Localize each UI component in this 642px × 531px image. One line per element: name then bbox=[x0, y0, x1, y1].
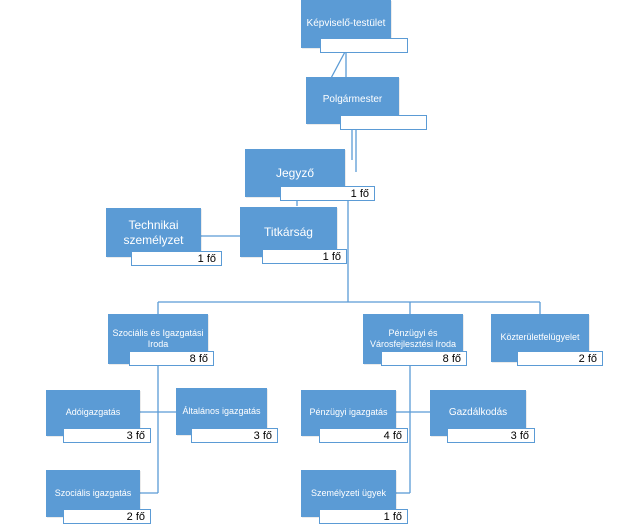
node-count-szocialis-iroda: 8 fő bbox=[129, 351, 214, 366]
node-count-altalanos: 3 fő bbox=[191, 428, 278, 443]
node-label-adoigazgatas: Adóigazgatás bbox=[65, 407, 121, 418]
node-count-adoigazgatas: 3 fő bbox=[63, 428, 151, 443]
node-label-titkarsag: Titkárság bbox=[264, 224, 313, 239]
node-count-polgarmester bbox=[340, 115, 427, 130]
node-label-penzugyi-igazgatas: Pénzügyi igazgatás bbox=[309, 407, 388, 418]
node-label-kepviselo: Képviselő-testület bbox=[306, 17, 386, 29]
node-count-penzugyi-iroda: 8 fő bbox=[381, 351, 467, 366]
node-box-technikai: Technikai személyzet bbox=[106, 208, 201, 257]
node-label-szocialis-igazgatas: Szociális igazgatás bbox=[54, 487, 132, 498]
node-label-kozterulet: Közterületfelügyelet bbox=[500, 332, 580, 343]
node-label-jegyzo: Jegyző bbox=[275, 165, 315, 180]
node-label-polgarmester: Polgármester bbox=[322, 94, 383, 106]
node-label-penzugyi-iroda: Pénzügyi és Városfejlesztési Iroda bbox=[369, 327, 457, 349]
node-label-gazdalkodas: Gazdálkodás bbox=[448, 406, 508, 418]
node-count-gazdalkodas: 3 fő bbox=[447, 428, 535, 443]
node-count-technikai: 1 fő bbox=[131, 251, 222, 266]
node-box-altalanos: Általános igazgatás bbox=[176, 388, 267, 435]
node-count-jegyzo: 1 fő bbox=[280, 186, 375, 201]
node-count-penzugyi-igazgatas: 4 fő bbox=[319, 428, 408, 443]
node-count-szocialis-igazgatas: 2 fő bbox=[63, 509, 151, 524]
node-count-szemelyzeti: 1 fő bbox=[319, 509, 408, 524]
node-label-szemelyzeti: Személyzeti ügyek bbox=[310, 487, 387, 498]
node-label-szocialis-iroda: Szociális és Igazgatási Iroda bbox=[112, 327, 204, 349]
node-count-kepviselo bbox=[320, 38, 408, 53]
connector-kepviselo-polgarmester-diagonal bbox=[329, 49, 347, 81]
node-label-technikai: Technikai személyzet bbox=[123, 217, 184, 247]
node-box-titkarsag: Titkárság bbox=[240, 207, 337, 257]
node-label-altalanos: Általános igazgatás bbox=[182, 405, 261, 416]
node-count-kozterulet: 2 fő bbox=[517, 351, 603, 366]
node-count-titkarsag: 1 fő bbox=[262, 249, 347, 264]
